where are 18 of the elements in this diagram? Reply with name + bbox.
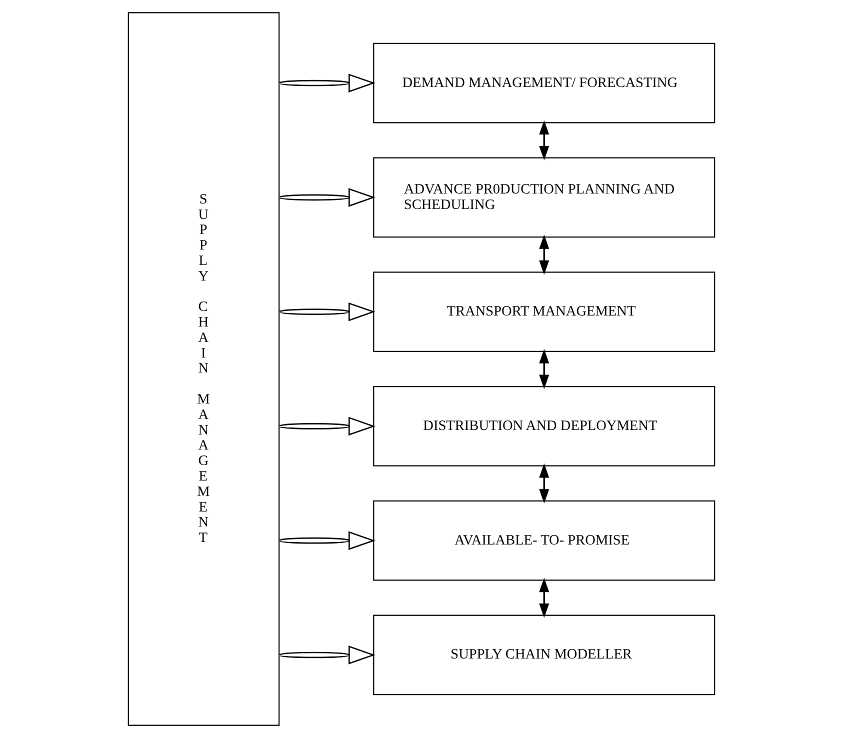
arrow [538,120,549,160]
arrow [278,74,375,92]
node-box: SUPPLY CHAIN MODELLER [372,614,715,696]
arrow [538,349,549,390]
arrow [538,578,549,618]
node-box: ADVANCE PR0DUCTION PLANNING AND SCHEDULING [372,157,715,238]
arrow [538,463,549,504]
node-box: TRANSPORT MANAGEMENT [372,272,715,352]
node-box: SUPPLY CHAIN MANAGEMENT [127,12,280,726]
arrow [278,302,375,322]
node-box: DISTRIBUTION AND DEPLOYMENT [372,386,715,466]
arrow [278,646,375,664]
arrow [538,234,549,275]
arrow [278,188,375,207]
arrow [278,531,375,550]
node-box: DEMAND MANAGEMENT/ FORECASTING [372,42,715,124]
node-box: AVAILABLE- TO- PROMISE [372,500,715,581]
arrow [278,416,375,436]
